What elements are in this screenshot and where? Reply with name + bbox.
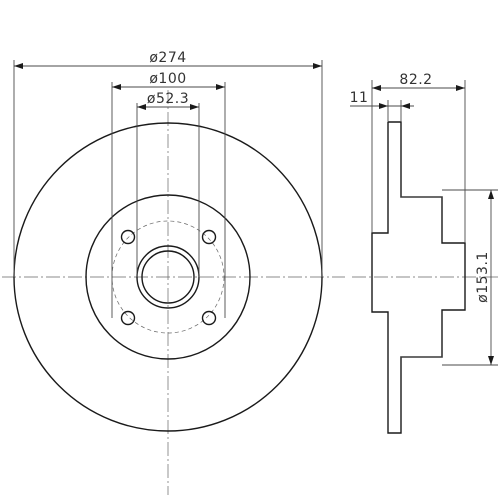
dim-center-bore-label: ø52.3 [147,91,189,107]
bolt-hole-bottom-right [201,310,217,326]
arrowhead [372,85,381,91]
disc-ring-profile [371,121,466,434]
arrowhead [190,104,199,110]
arrowhead [112,84,121,90]
arrowhead [137,104,146,110]
arrowhead [216,84,225,90]
dim-thickness-label: 11 [350,90,369,106]
arrowhead [14,63,23,69]
side-view: 82.2 11 ø153.1 [350,72,500,434]
bolt-hole-top-left [120,229,136,245]
arrowhead [379,103,388,109]
arrowhead [488,190,494,199]
dim-hat-diameter-label: ø153.1 [475,251,491,303]
dim-bolt-circle-label: ø100 [149,71,186,87]
front-view: ø274 ø100 ø52.3 [2,50,345,495]
hub-outline [85,194,251,360]
arrowhead [456,85,465,91]
bolt-hole-top-right [201,229,217,245]
arrowhead [313,63,322,69]
arrowhead [488,356,494,365]
center-bore-inner [141,250,195,304]
bolt-hole-bottom-left [120,310,136,326]
dim-outer-diameter-label: ø274 [149,50,186,66]
dim-total-height-label: 82.2 [399,72,432,88]
arrowhead [401,103,410,109]
